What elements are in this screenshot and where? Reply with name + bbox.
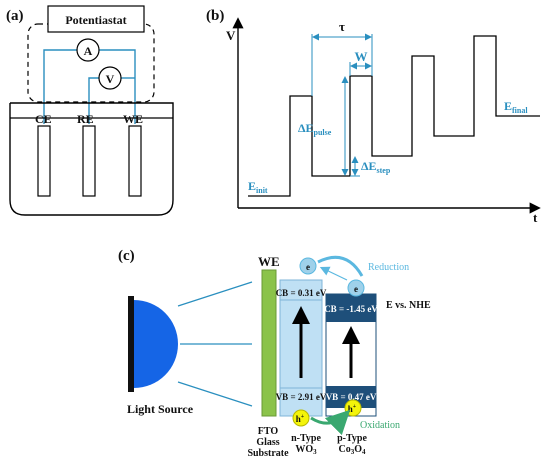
wo3-cb-label: CB = 0.31 eV [276, 288, 327, 298]
ce-label: CE [35, 112, 52, 126]
panel-b: (b) V t τ W ΔEpulse ΔEstep Einit Efinal [206, 8, 541, 225]
tau-label: τ [339, 19, 345, 34]
reduction-label: Reduction [368, 262, 409, 273]
oxidation-arrow [310, 409, 351, 436]
panel-a-label: (a) [6, 8, 24, 24]
light-source-label: Light Source [127, 402, 194, 416]
voltmeter-label: V [106, 72, 115, 86]
pulse-waveform [248, 35, 540, 197]
panel-c-label: (c) [118, 248, 135, 264]
ptype-label-line-1: p-Type [337, 433, 367, 444]
de-pulse-label: ΔEpulse [298, 121, 332, 137]
panel-a: (a) Potentiastat A V CE RE WE [6, 5, 174, 216]
co3o4-cb-band [326, 294, 376, 322]
reduction-arc [317, 255, 364, 277]
fto-label-line-2: Glass [256, 437, 279, 448]
counter-electrode [37, 125, 51, 197]
working-electrode [128, 125, 142, 197]
instrument-enclosure [27, 23, 155, 103]
voltmeter-icon [98, 66, 122, 90]
electron-icon-wo3 [299, 257, 317, 275]
potentiostat-label: Potentiastat [65, 13, 126, 27]
co3o4-cb-label: CB = -1.45 eV [324, 304, 378, 314]
ce-wire [43, 49, 77, 124]
de-step-label: ΔEstep [361, 159, 391, 175]
wo3-vb-label: VB = 2.91 eV [276, 392, 327, 402]
re-wire [88, 77, 99, 124]
co3o4-vb-label: VB = 0.47 eV [326, 392, 377, 402]
ammeter-icon [76, 38, 100, 62]
we-electrode-label: WE [258, 254, 280, 269]
electron-label-co3o4: e [354, 284, 358, 294]
ammeter-label: A [84, 44, 93, 58]
hole-label-co3o4: h+ [348, 404, 357, 414]
electron-transfer-arrow [319, 266, 348, 281]
electron-icon-co3o4 [347, 279, 365, 297]
potentiostat-box [47, 5, 145, 33]
light-source-base [128, 296, 134, 392]
ntype-label-line-1: n-Type [291, 433, 321, 444]
e-vs-nhe-label: E vs. NHE [386, 300, 431, 311]
panel-b-label: (b) [206, 8, 224, 24]
panel-c: (c) Light Source WE CB = 0.31 eV VB = 2.… [118, 248, 431, 457]
ntype-label-line-2: WO3 [295, 444, 317, 456]
fto-label-line-1: FTO [258, 426, 279, 437]
reference-electrode [82, 125, 96, 197]
hole-label-wo3: h+ [296, 414, 305, 424]
fto-glass-layer [261, 269, 277, 417]
we-wire-a [99, 49, 136, 124]
x-axis-label: t [533, 210, 538, 225]
ptype-label-line-2: Co3O4 [338, 444, 366, 456]
oxidation-label: Oxidation [360, 420, 400, 431]
hole-icon-wo3 [292, 409, 310, 427]
light-ray-3 [177, 381, 253, 407]
we-label: WE [123, 112, 143, 126]
co3o4-vb-band [326, 386, 376, 408]
electrochemical-cell [9, 102, 174, 216]
y-axis-label: V [226, 28, 236, 43]
light-bulb-icon [134, 300, 178, 388]
electron-label-wo3: e [306, 262, 310, 272]
e-init-label: Einit [248, 179, 268, 195]
re-label: RE [77, 112, 94, 126]
light-ray-1 [177, 281, 253, 307]
e-final-label: Efinal [504, 99, 528, 115]
w-label: W [355, 49, 368, 64]
fto-label-line-3: Substrate [247, 448, 289, 457]
